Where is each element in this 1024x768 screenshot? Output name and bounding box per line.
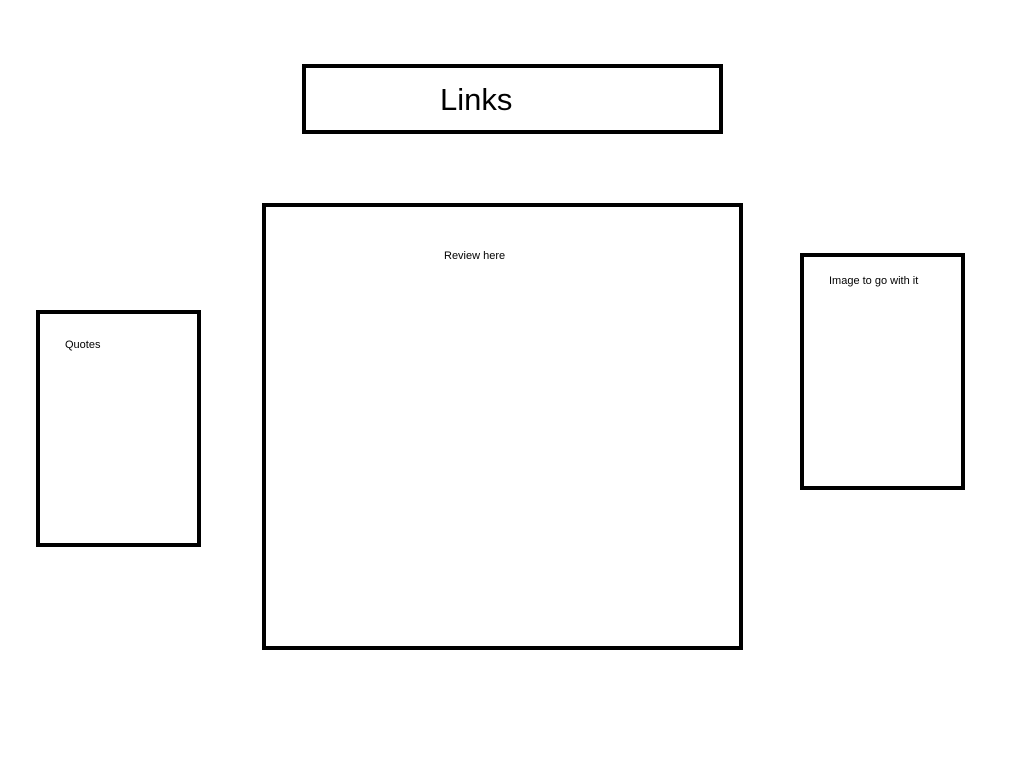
links-label: Links xyxy=(440,82,513,117)
image-box: Image to go with it xyxy=(800,253,965,490)
review-box: Review here xyxy=(262,203,743,650)
links-box: Links xyxy=(302,64,723,134)
review-label: Review here xyxy=(444,250,506,262)
image-label: Image to go with it xyxy=(829,275,919,287)
quotes-label: Quotes xyxy=(65,339,101,351)
quotes-box: Quotes xyxy=(36,310,201,547)
